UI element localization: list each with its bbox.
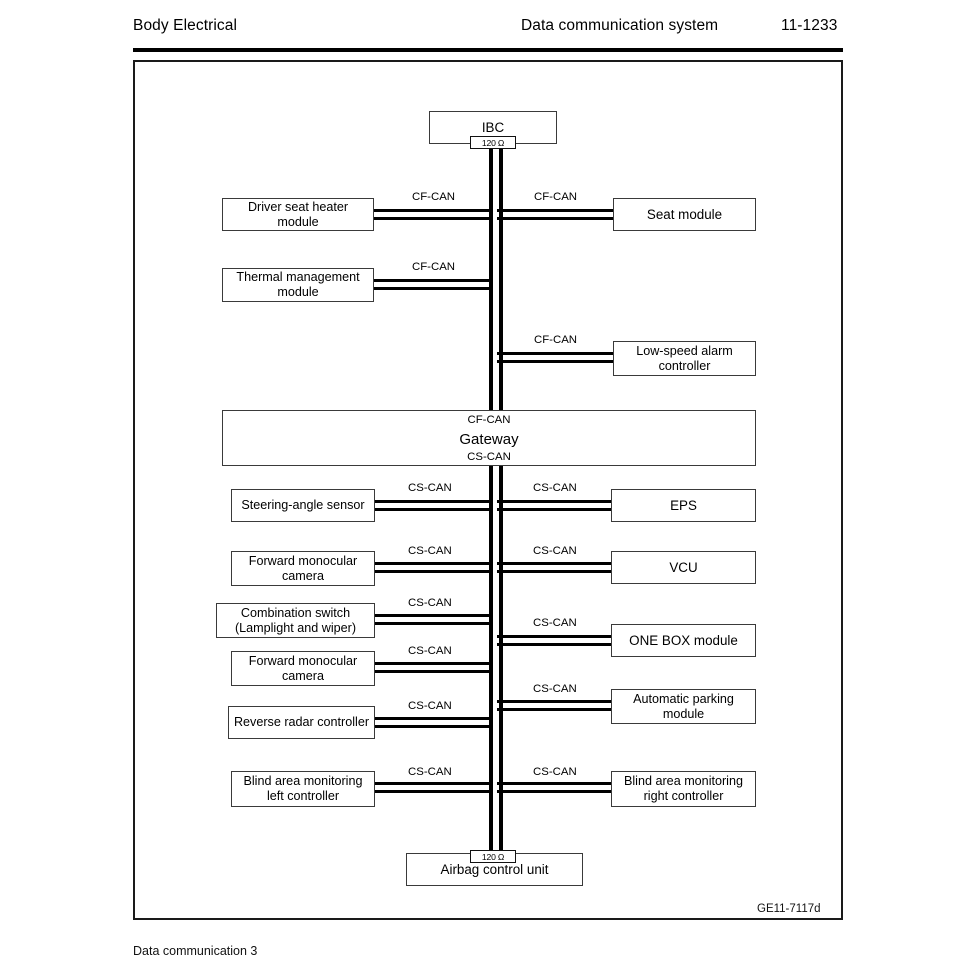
- branch-automatic-parking-b: [497, 708, 613, 712]
- branch-eps-b: [497, 508, 613, 512]
- branch-eps-a: [497, 500, 613, 504]
- branch-thermal-management-b: [374, 287, 491, 291]
- gateway-label: Gateway: [459, 431, 519, 448]
- branch-combination-switch-a: [375, 614, 491, 618]
- node-seat-module[interactable]: Seat module: [613, 198, 756, 231]
- terminator-resistor-airbag: 120 Ω: [470, 850, 516, 863]
- node-label: Automatic parking module: [633, 691, 734, 721]
- header-page-number: 11-1233: [781, 17, 838, 34]
- gateway-top-bus-label: CF-CAN: [467, 414, 511, 426]
- header-topic-title: Data communication system: [521, 17, 719, 34]
- node-label: EPS: [670, 497, 697, 513]
- bus-label-cs-can: CS-CAN: [406, 645, 454, 657]
- node-label: ONE BOX module: [629, 632, 738, 648]
- node-label: Forward monocular camera: [248, 553, 358, 583]
- page-header: Body Electrical Data communication syste…: [0, 0, 976, 52]
- branch-forward-camera-2-a: [375, 662, 491, 666]
- bus-label-cs-can: CS-CAN: [531, 617, 579, 629]
- bus-label-cs-can: CS-CAN: [531, 545, 579, 557]
- node-steering-angle-sensor[interactable]: Steering-angle sensor: [231, 489, 375, 522]
- header-rule: [133, 48, 843, 52]
- cs-can-trunk-conductor-a: [489, 466, 493, 856]
- branch-automatic-parking-a: [497, 700, 613, 704]
- terminator-resistor-ibc: 120 Ω: [470, 136, 516, 149]
- node-blind-area-monitoring-left-controller[interactable]: Blind area monitoring left controller: [231, 771, 375, 807]
- bus-label-cf-can: CF-CAN: [410, 261, 458, 273]
- bus-label-cf-can: CF-CAN: [532, 191, 580, 203]
- branch-one-box-a: [497, 635, 613, 639]
- branch-vcu-a: [497, 562, 613, 566]
- bus-label-cf-can: CF-CAN: [410, 191, 458, 203]
- node-label: Thermal management module: [236, 270, 360, 299]
- node-label: Forward monocular camera: [248, 653, 358, 683]
- node-low-speed-alarm-controller[interactable]: Low-speed alarm controller: [613, 341, 756, 376]
- figure-code: GE11-7117d: [757, 903, 821, 915]
- branch-combination-switch-b: [375, 622, 491, 626]
- bus-label-cs-can: CS-CAN: [406, 482, 454, 494]
- branch-forward-camera-1-b: [375, 570, 491, 574]
- bus-label-cs-can: CS-CAN: [531, 683, 579, 695]
- branch-low-speed-alarm-a: [497, 352, 615, 356]
- node-forward-monocular-camera-2[interactable]: Forward monocular camera: [231, 651, 375, 686]
- branch-steering-angle-a: [375, 500, 491, 504]
- node-airbag-label: Airbag control unit: [440, 861, 549, 877]
- bus-label-cs-can: CS-CAN: [531, 482, 579, 494]
- branch-blind-right-a: [497, 782, 613, 786]
- bus-label-cs-can: CS-CAN: [531, 766, 579, 778]
- header-section-title: Body Electrical: [133, 17, 238, 34]
- gateway-bottom-bus-label: CS-CAN: [467, 451, 511, 463]
- node-reverse-radar-controller[interactable]: Reverse radar controller: [228, 706, 375, 739]
- node-label: Combination switch (Lamplight and wiper): [234, 605, 357, 635]
- node-ibc-label: IBC: [481, 119, 505, 135]
- branch-seat-module-a: [497, 209, 615, 213]
- node-blind-area-monitoring-right-controller[interactable]: Blind area monitoring right controller: [611, 771, 756, 807]
- node-label: Reverse radar controller: [233, 715, 370, 730]
- node-combination-switch[interactable]: Combination switch (Lamplight and wiper): [216, 603, 375, 638]
- branch-reverse-radar-a: [375, 717, 491, 721]
- node-label: Blind area monitoring right controller: [623, 774, 743, 803]
- node-eps[interactable]: EPS: [611, 489, 756, 522]
- figure-caption: Data communication 3: [133, 944, 258, 958]
- bus-label-cs-can: CS-CAN: [406, 597, 454, 609]
- node-label: VCU: [669, 559, 698, 575]
- node-automatic-parking-module[interactable]: Automatic parking module: [611, 689, 756, 724]
- branch-forward-camera-2-b: [375, 670, 491, 674]
- branch-reverse-radar-b: [375, 725, 491, 729]
- node-driver-seat-heater-module[interactable]: Driver seat heater module: [222, 198, 374, 231]
- node-vcu[interactable]: VCU: [611, 551, 756, 584]
- node-label: Seat module: [646, 206, 723, 222]
- branch-low-speed-alarm-b: [497, 360, 615, 364]
- node-forward-monocular-camera-1[interactable]: Forward monocular camera: [231, 551, 375, 586]
- node-thermal-management-module[interactable]: Thermal management module: [222, 268, 374, 302]
- cs-can-trunk-conductor-b: [499, 466, 503, 856]
- node-one-box-module[interactable]: ONE BOX module: [611, 624, 756, 657]
- branch-blind-left-b: [375, 790, 491, 794]
- branch-blind-right-b: [497, 790, 613, 794]
- node-label: Blind area monitoring left controller: [243, 774, 363, 803]
- bus-label-cf-can: CF-CAN: [532, 334, 580, 346]
- branch-vcu-b: [497, 570, 613, 574]
- node-label: Steering-angle sensor: [241, 498, 365, 513]
- bus-label-cs-can: CS-CAN: [406, 545, 454, 557]
- node-gateway[interactable]: CF-CAN Gateway CS-CAN: [222, 410, 756, 466]
- branch-steering-angle-b: [375, 508, 491, 512]
- bus-label-cs-can: CS-CAN: [406, 766, 454, 778]
- bus-label-cs-can: CS-CAN: [406, 700, 454, 712]
- branch-blind-left-a: [375, 782, 491, 786]
- cf-can-trunk-conductor-b: [499, 148, 503, 410]
- branch-one-box-b: [497, 643, 613, 647]
- node-label: Low-speed alarm controller: [636, 343, 733, 373]
- branch-forward-camera-1-a: [375, 562, 491, 566]
- branch-thermal-management-a: [374, 279, 491, 283]
- node-label: Driver seat heater module: [247, 199, 349, 229]
- branch-seat-module-b: [497, 217, 615, 221]
- branch-driver-seat-heater-a: [374, 209, 491, 213]
- branch-driver-seat-heater-b: [374, 217, 491, 221]
